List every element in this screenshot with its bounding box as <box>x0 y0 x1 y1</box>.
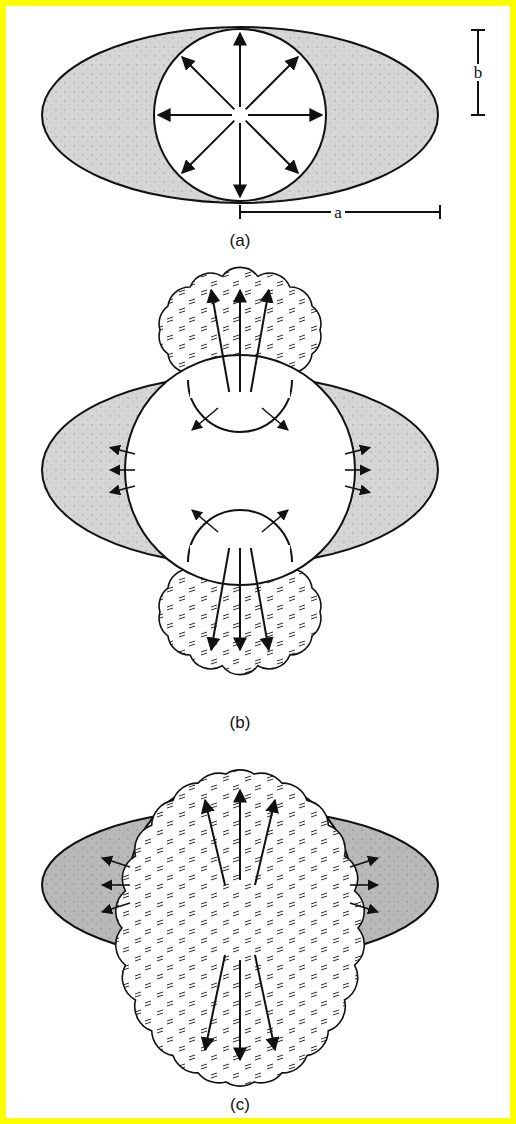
arrow <box>255 800 275 885</box>
arrow <box>345 469 370 471</box>
arrow <box>192 510 218 532</box>
clouds <box>116 770 364 1086</box>
arrow <box>239 33 241 107</box>
bubble <box>154 29 326 201</box>
arrow <box>239 548 241 650</box>
arrow <box>110 469 135 471</box>
arrow <box>350 903 378 912</box>
arrow <box>246 121 298 173</box>
panel-label: (a) <box>230 232 251 249</box>
arrow <box>110 486 135 492</box>
arrow <box>158 114 232 116</box>
dimension-label: b <box>471 64 486 81</box>
panel-label: (c) <box>230 1096 250 1113</box>
panel-label: (b) <box>230 714 251 731</box>
cloud <box>116 770 364 1086</box>
arrow <box>255 955 275 1050</box>
arrow <box>262 510 288 532</box>
arrow <box>182 121 234 173</box>
arrow <box>102 858 130 867</box>
arrow <box>192 408 218 430</box>
arrow <box>350 858 378 867</box>
arrow <box>246 57 298 109</box>
arrow <box>205 800 225 885</box>
arrows <box>102 790 378 1060</box>
arrows <box>158 33 322 197</box>
dimension-b <box>471 30 485 115</box>
arrow <box>239 790 241 880</box>
arrow <box>211 290 229 392</box>
arrow <box>182 57 234 109</box>
arrows <box>110 290 370 650</box>
arrow <box>239 123 241 197</box>
arrow <box>345 486 370 492</box>
dimension-label: a <box>331 204 345 221</box>
arrow <box>211 548 229 650</box>
ellipsoid <box>42 27 438 203</box>
arrow <box>251 290 269 392</box>
arrow <box>205 955 225 1050</box>
arrow <box>239 960 241 1060</box>
arrow <box>239 290 241 392</box>
arrow <box>350 884 378 886</box>
arrow <box>102 903 130 912</box>
arrow <box>251 548 269 650</box>
arrow <box>345 448 370 454</box>
arrow <box>262 408 288 430</box>
arrow <box>102 884 130 886</box>
arrow <box>248 114 322 116</box>
arrow <box>110 448 135 454</box>
